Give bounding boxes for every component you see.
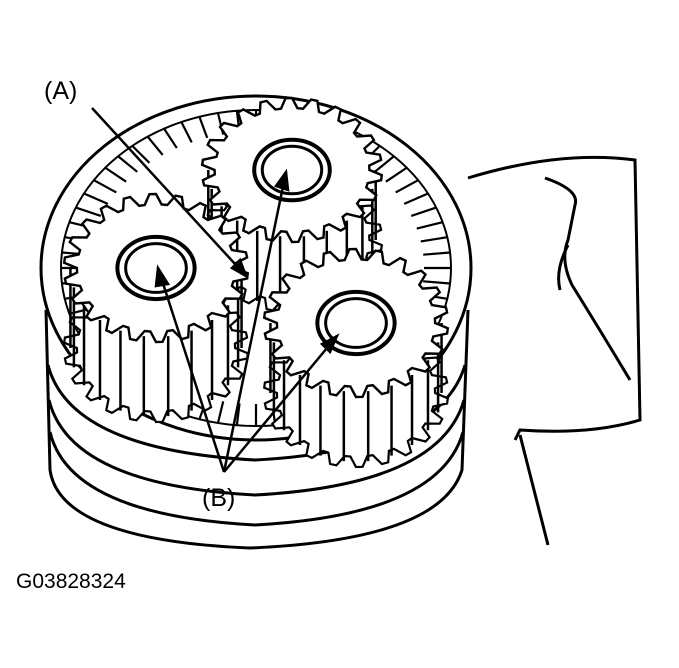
ring-tooth: [235, 403, 241, 426]
ring-tooth: [423, 280, 451, 285]
bearing-inner-ring: [324, 297, 388, 349]
leader-line-b-left: [156, 267, 226, 473]
ring-tooth: [416, 221, 443, 230]
leader-lines: [91, 107, 340, 473]
planet-gear-left: [62, 192, 250, 424]
ring-tooth: [163, 128, 178, 149]
ring-tooth: [198, 116, 209, 139]
ring-tooth: [216, 401, 225, 424]
planet-gear-right: [262, 247, 450, 469]
ring-tooth: [403, 192, 429, 205]
ring-tooth: [83, 192, 109, 205]
arrowhead-b-left: [154, 264, 171, 288]
ring-tooth: [146, 135, 164, 156]
arrowhead-b-top: [273, 168, 290, 192]
ring-tooth: [374, 155, 395, 173]
ring-tooth: [104, 166, 127, 183]
ring-tooth: [75, 206, 102, 217]
bearing-inner-ring: [124, 242, 188, 294]
leader-line-a: [91, 107, 247, 277]
label-a: (A): [44, 77, 77, 105]
leader-line-b-right: [223, 335, 338, 473]
ring-tooth: [420, 236, 448, 243]
leader-line-b-top: [222, 171, 288, 473]
ring-tooth: [117, 155, 138, 173]
label-b: (B): [202, 484, 235, 512]
ring-tooth: [410, 206, 437, 217]
figure-code: G03828324: [16, 570, 126, 593]
ring-tooth: [93, 179, 117, 194]
ring-tooth: [395, 179, 419, 194]
housing-bracket: [467, 155, 642, 546]
ring-tooth: [180, 121, 193, 143]
bearing-inner-ring: [260, 144, 324, 196]
ring-tooth: [131, 145, 151, 164]
ring-tooth: [385, 166, 408, 183]
arrowhead-b-right: [319, 333, 340, 355]
ring-tooth: [423, 251, 451, 256]
arrowhead-a: [229, 257, 249, 279]
